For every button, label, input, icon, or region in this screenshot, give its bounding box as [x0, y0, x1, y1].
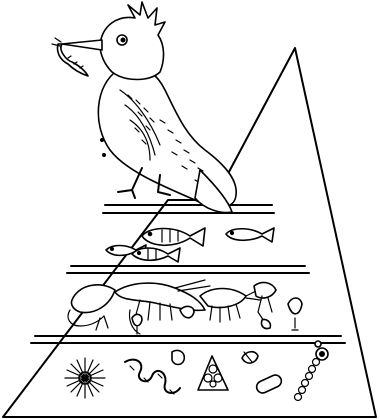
phytoplankton-icon [198, 356, 228, 390]
kingfisher-icon [52, 2, 236, 212]
small-fish-icon [226, 228, 274, 242]
phytoplankton-icon [315, 341, 321, 347]
zooplankton-icon [180, 306, 194, 317]
zooplankton-icon [288, 298, 302, 330]
zooplankton-icon [200, 289, 260, 323]
zooplankton-icon [254, 283, 276, 329]
small-fish-icon [142, 228, 205, 246]
zooplankton-icon [132, 314, 142, 334]
zooplankton-icon [115, 280, 210, 334]
phytoplankton-icon [242, 352, 258, 363]
phytoplankton-icon [125, 350, 184, 394]
phytoplankton-icon [295, 348, 329, 401]
phytoplankton-icon [255, 373, 284, 395]
phytoplankton-icon [65, 358, 105, 398]
small-fish-icon [132, 248, 180, 262]
